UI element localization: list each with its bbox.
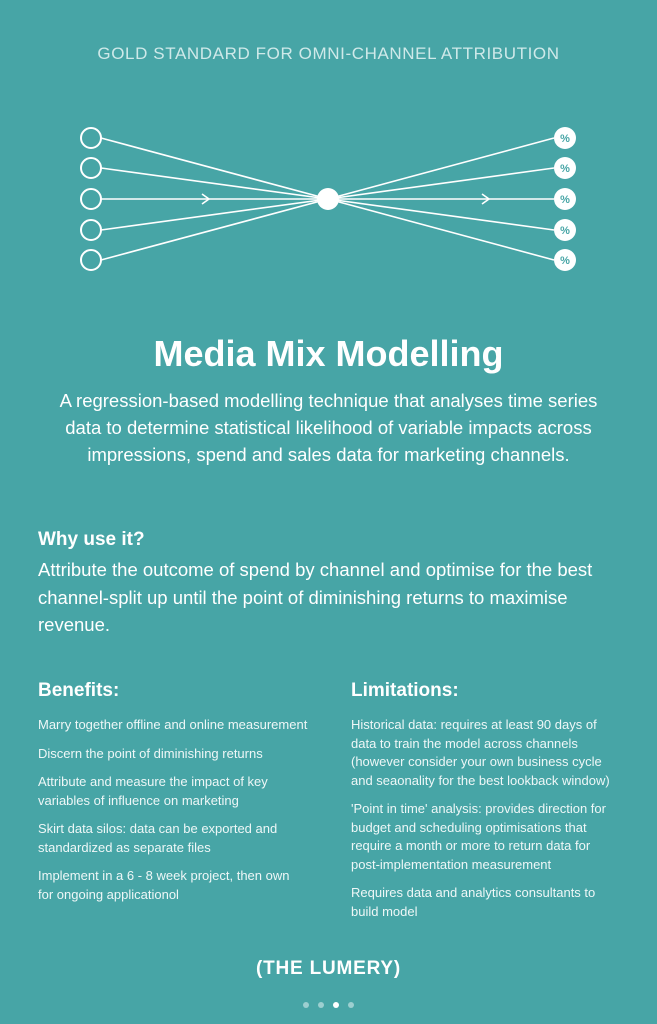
- limitations-list: Historical data: requires at least 90 da…: [351, 716, 621, 921]
- list-item: 'Point in time' analysis: provides direc…: [351, 801, 606, 872]
- list-item: Historical data: requires at least 90 da…: [351, 717, 610, 788]
- arrow-right-icon: [201, 193, 211, 205]
- why-heading: Why use it?: [38, 529, 145, 550]
- hub-node: [317, 188, 339, 210]
- page-title: Media Mix Modelling: [153, 333, 504, 374]
- pagination-dot[interactable]: [303, 1002, 309, 1008]
- attribution-diagram: % % % % %: [80, 127, 576, 271]
- input-node: [80, 219, 102, 241]
- input-node: [80, 127, 102, 149]
- percent-label: %: [560, 225, 570, 237]
- pagination-dot[interactable]: [348, 1002, 354, 1008]
- pagination-dot[interactable]: [318, 1002, 324, 1008]
- limitations-section: Limitations: Historical data: requires a…: [351, 680, 621, 931]
- percent-node: [554, 219, 576, 241]
- list-item: Skirt data silos: data can be exported a…: [38, 821, 278, 855]
- benefits-list: Marry together offline and online measur…: [38, 716, 308, 904]
- percent-label: %: [560, 133, 570, 145]
- percent-node: [554, 157, 576, 179]
- list-item: Implement in a 6 - 8 week project, then …: [38, 868, 290, 902]
- benefits-section: Benefits: Marry together offline and onl…: [38, 680, 308, 914]
- brand-logo: (THE LUMERY): [255, 958, 402, 979]
- eyebrow-heading: GOLD STANDARD FOR OMNI-CHANNEL ATTRIBUTI…: [97, 44, 560, 63]
- list-item: Requires data and analytics consultants …: [351, 885, 596, 919]
- input-node: [80, 249, 102, 271]
- why-text: Attribute the outcome of spend by channe…: [38, 559, 593, 635]
- percent-node: [554, 127, 576, 149]
- pagination-dot[interactable]: [333, 1002, 339, 1008]
- percent-label: %: [560, 194, 570, 206]
- arrow-right-icon: [481, 193, 491, 205]
- list-item: Attribute and measure the impact of key …: [38, 774, 268, 808]
- benefits-heading: Benefits:: [38, 680, 120, 701]
- limitations-heading: Limitations:: [351, 680, 459, 701]
- intro-text: A regression-based modelling technique t…: [59, 390, 598, 465]
- percent-node: [554, 188, 576, 210]
- percent-label: %: [560, 255, 570, 267]
- input-node: [80, 188, 102, 210]
- list-item: Discern the point of diminishing returns: [38, 745, 263, 761]
- carousel-pagination: [0, 1002, 657, 1008]
- input-node: [80, 157, 102, 179]
- list-item: Marry together offline and online measur…: [38, 717, 308, 732]
- percent-node: [554, 249, 576, 271]
- percent-label: %: [560, 163, 570, 175]
